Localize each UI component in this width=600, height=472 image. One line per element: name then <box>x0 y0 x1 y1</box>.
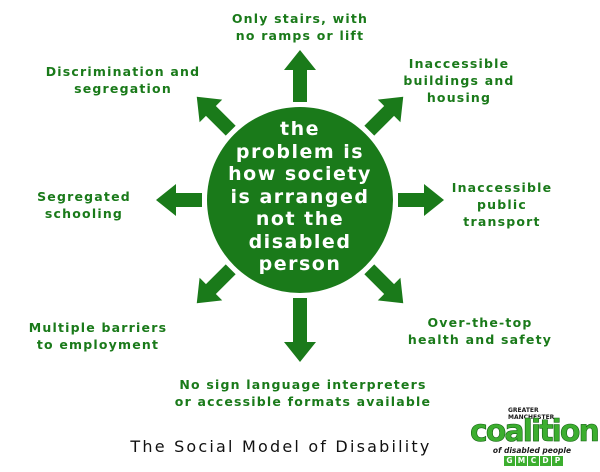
logo-letter-boxes: G M C D P <box>504 456 563 466</box>
arrow-up-right <box>364 96 404 136</box>
arrow-up-left <box>196 96 236 136</box>
center-line: the <box>280 118 320 140</box>
arrow-up <box>284 50 316 102</box>
center-line: is arranged <box>230 185 370 208</box>
logo-letter: G <box>504 456 515 466</box>
label-inaccessible-transport: Inaccessible public transport <box>451 180 553 229</box>
gmcdp-logo: GREATER MANCHESTER coalition of disabled… <box>468 407 600 468</box>
center-statement: the problem is how society is arranged n… <box>215 118 385 276</box>
label-health-and-safety: Over-the-top health and safety <box>407 315 553 347</box>
label-multiple-barriers: Multiple barriers to employment <box>28 320 168 352</box>
label-no-sign-language: No sign language interpreters or accessi… <box>174 377 432 409</box>
label-only-stairs: Only stairs, with no ramps or lift <box>231 11 369 43</box>
center-line: how society <box>228 163 372 185</box>
logo-letter: C <box>528 456 539 466</box>
center-circle <box>207 107 393 293</box>
logo-letter: P <box>552 456 563 466</box>
center-line: disabled <box>248 230 352 253</box>
label-inaccessible-buildings: Inaccessible buildings and housing <box>403 56 515 105</box>
logo-letter: M <box>516 456 527 466</box>
center-line: not the <box>255 208 345 230</box>
label-discrimination: Discrimination and segregation <box>45 64 201 96</box>
logo-wordmark: coalition <box>470 414 600 449</box>
label-segregated-schooling: Segregated schooling <box>37 189 131 221</box>
diagram-title: The Social Model of Disability <box>130 437 432 456</box>
arrow-right <box>398 184 444 216</box>
arrow-down-right <box>364 264 404 304</box>
logo-subtitle: of disabled people <box>492 446 572 455</box>
logo-superscript: GREATER MANCHESTER <box>508 407 555 421</box>
arrow-down <box>284 298 316 362</box>
arrows <box>156 50 444 362</box>
logo-letter: D <box>540 456 551 466</box>
center-line: problem is <box>235 140 365 163</box>
arrow-left <box>156 184 202 216</box>
arrow-down-left <box>196 264 236 304</box>
center-line: person <box>258 253 342 275</box>
